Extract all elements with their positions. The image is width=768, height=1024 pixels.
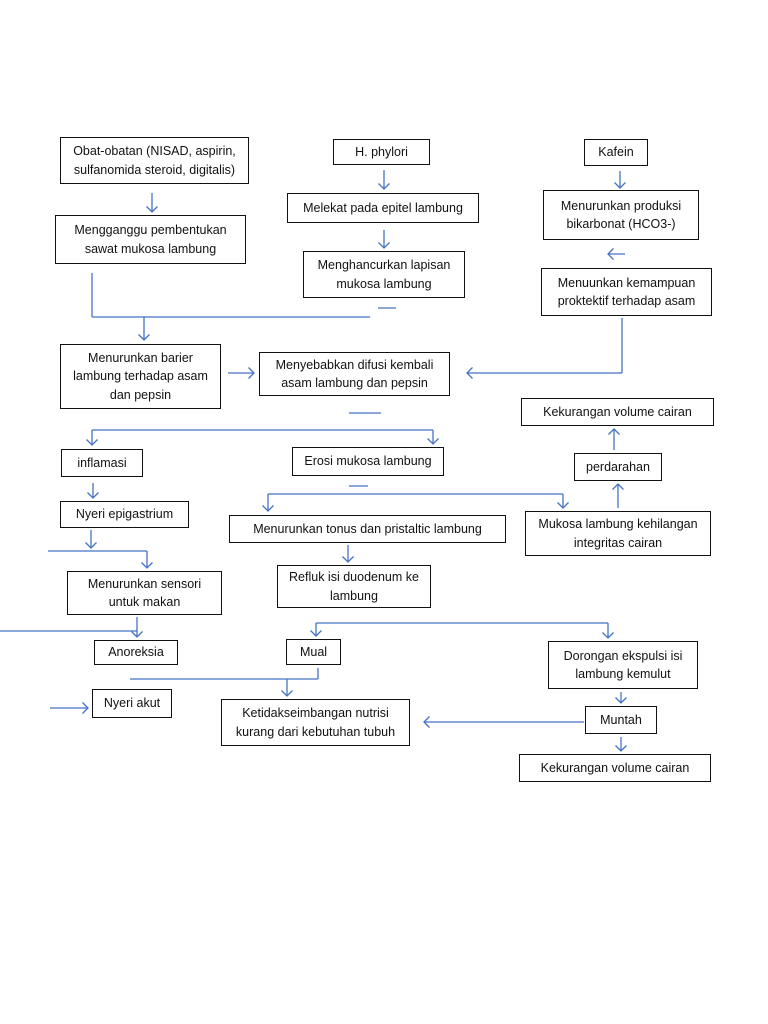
node-mengganggu: Mengganggu pembentukan sawat mukosa lamb… (55, 215, 246, 264)
node-menurunkan-sensori: Menurunkan sensori untuk makan (67, 571, 222, 615)
arrowhead-58 (82, 702, 89, 714)
arrowhead-60 (615, 697, 627, 704)
node-refluk-isi: Refluk isi duodenum ke lambung (277, 565, 431, 608)
node-h-phylori: H. phylori (333, 139, 430, 165)
arrowhead-27 (87, 492, 99, 499)
arrowhead-52 (602, 632, 614, 639)
arrowhead-37 (608, 428, 620, 435)
node-nyeri-epigastrium: Nyeri epigastrium (60, 501, 189, 528)
node-obat-obatan: Obat-obatan (NISAD, aspirin, sulfanomida… (60, 137, 249, 184)
node-menurunkan-produksi: Menurunkan produksi bikarbonat (HCO3-) (543, 190, 699, 240)
node-inflamasi: inflamasi (61, 449, 143, 477)
arrowhead-19 (466, 367, 473, 379)
node-perdarahan: perdarahan (574, 453, 662, 481)
arrowhead-50 (310, 630, 322, 637)
node-ketidakseimbangan: Ketidakseimbangan nutrisi kurang dari ke… (221, 699, 410, 746)
node-menghancurkan: Menghancurkan lapisan mukosa lambung (303, 251, 465, 298)
node-difusi-kembali: Menyebabkan difusi kembali asam lambung … (259, 352, 450, 396)
node-menurunkan-tonus: Menurunkan tonus dan pristaltic lambung (229, 515, 506, 543)
arrowhead-44 (342, 556, 354, 563)
node-mukosa-kehilangan: Mukosa lambung kehilangan integritas cai… (525, 511, 711, 556)
arrowhead-56 (281, 690, 293, 697)
arrowhead-42 (141, 562, 153, 569)
node-kekurangan-volume-top: Kekurangan volume cairan (521, 398, 714, 426)
arrowhead-64 (615, 745, 627, 752)
arrowhead-23 (86, 439, 98, 446)
arrowhead-1 (146, 206, 158, 213)
node-mual: Mual (286, 639, 341, 665)
arrowhead-5 (378, 242, 390, 249)
arrowhead-25 (427, 438, 439, 445)
node-erosi-mukosa: Erosi mukosa lambung (292, 447, 444, 476)
arrowhead-46 (131, 631, 143, 638)
arrowhead-3 (378, 183, 390, 190)
node-melekat: Melekat pada epitel lambung (287, 193, 479, 223)
node-kekurangan-volume-bottom: Kekurangan volume cairan (519, 754, 711, 782)
arrowhead-9 (607, 248, 614, 260)
node-kemampuan: Menuunkan kemampuan proktektif terhadap … (541, 268, 712, 316)
arrowhead-16 (248, 367, 255, 379)
node-nyeri-akut: Nyeri akut (92, 689, 172, 718)
arrowhead-31 (262, 505, 274, 512)
node-menurunkan-barier: Menurunkan barier lambung terhadap asam … (60, 344, 221, 409)
arrowhead-7 (614, 182, 626, 189)
arrowhead-39 (85, 542, 97, 549)
arrowhead-33 (557, 502, 569, 509)
node-muntah: Muntah (585, 706, 657, 734)
arrowhead-62 (423, 716, 430, 728)
node-anoreksia: Anoreksia (94, 640, 178, 665)
node-kafein: Kafein (584, 139, 648, 166)
arrowhead-35 (612, 483, 624, 490)
node-dorongan-ekspulsi: Dorongan ekspulsi isi lambung kemulut (548, 641, 698, 689)
arrowhead-14 (138, 334, 150, 341)
